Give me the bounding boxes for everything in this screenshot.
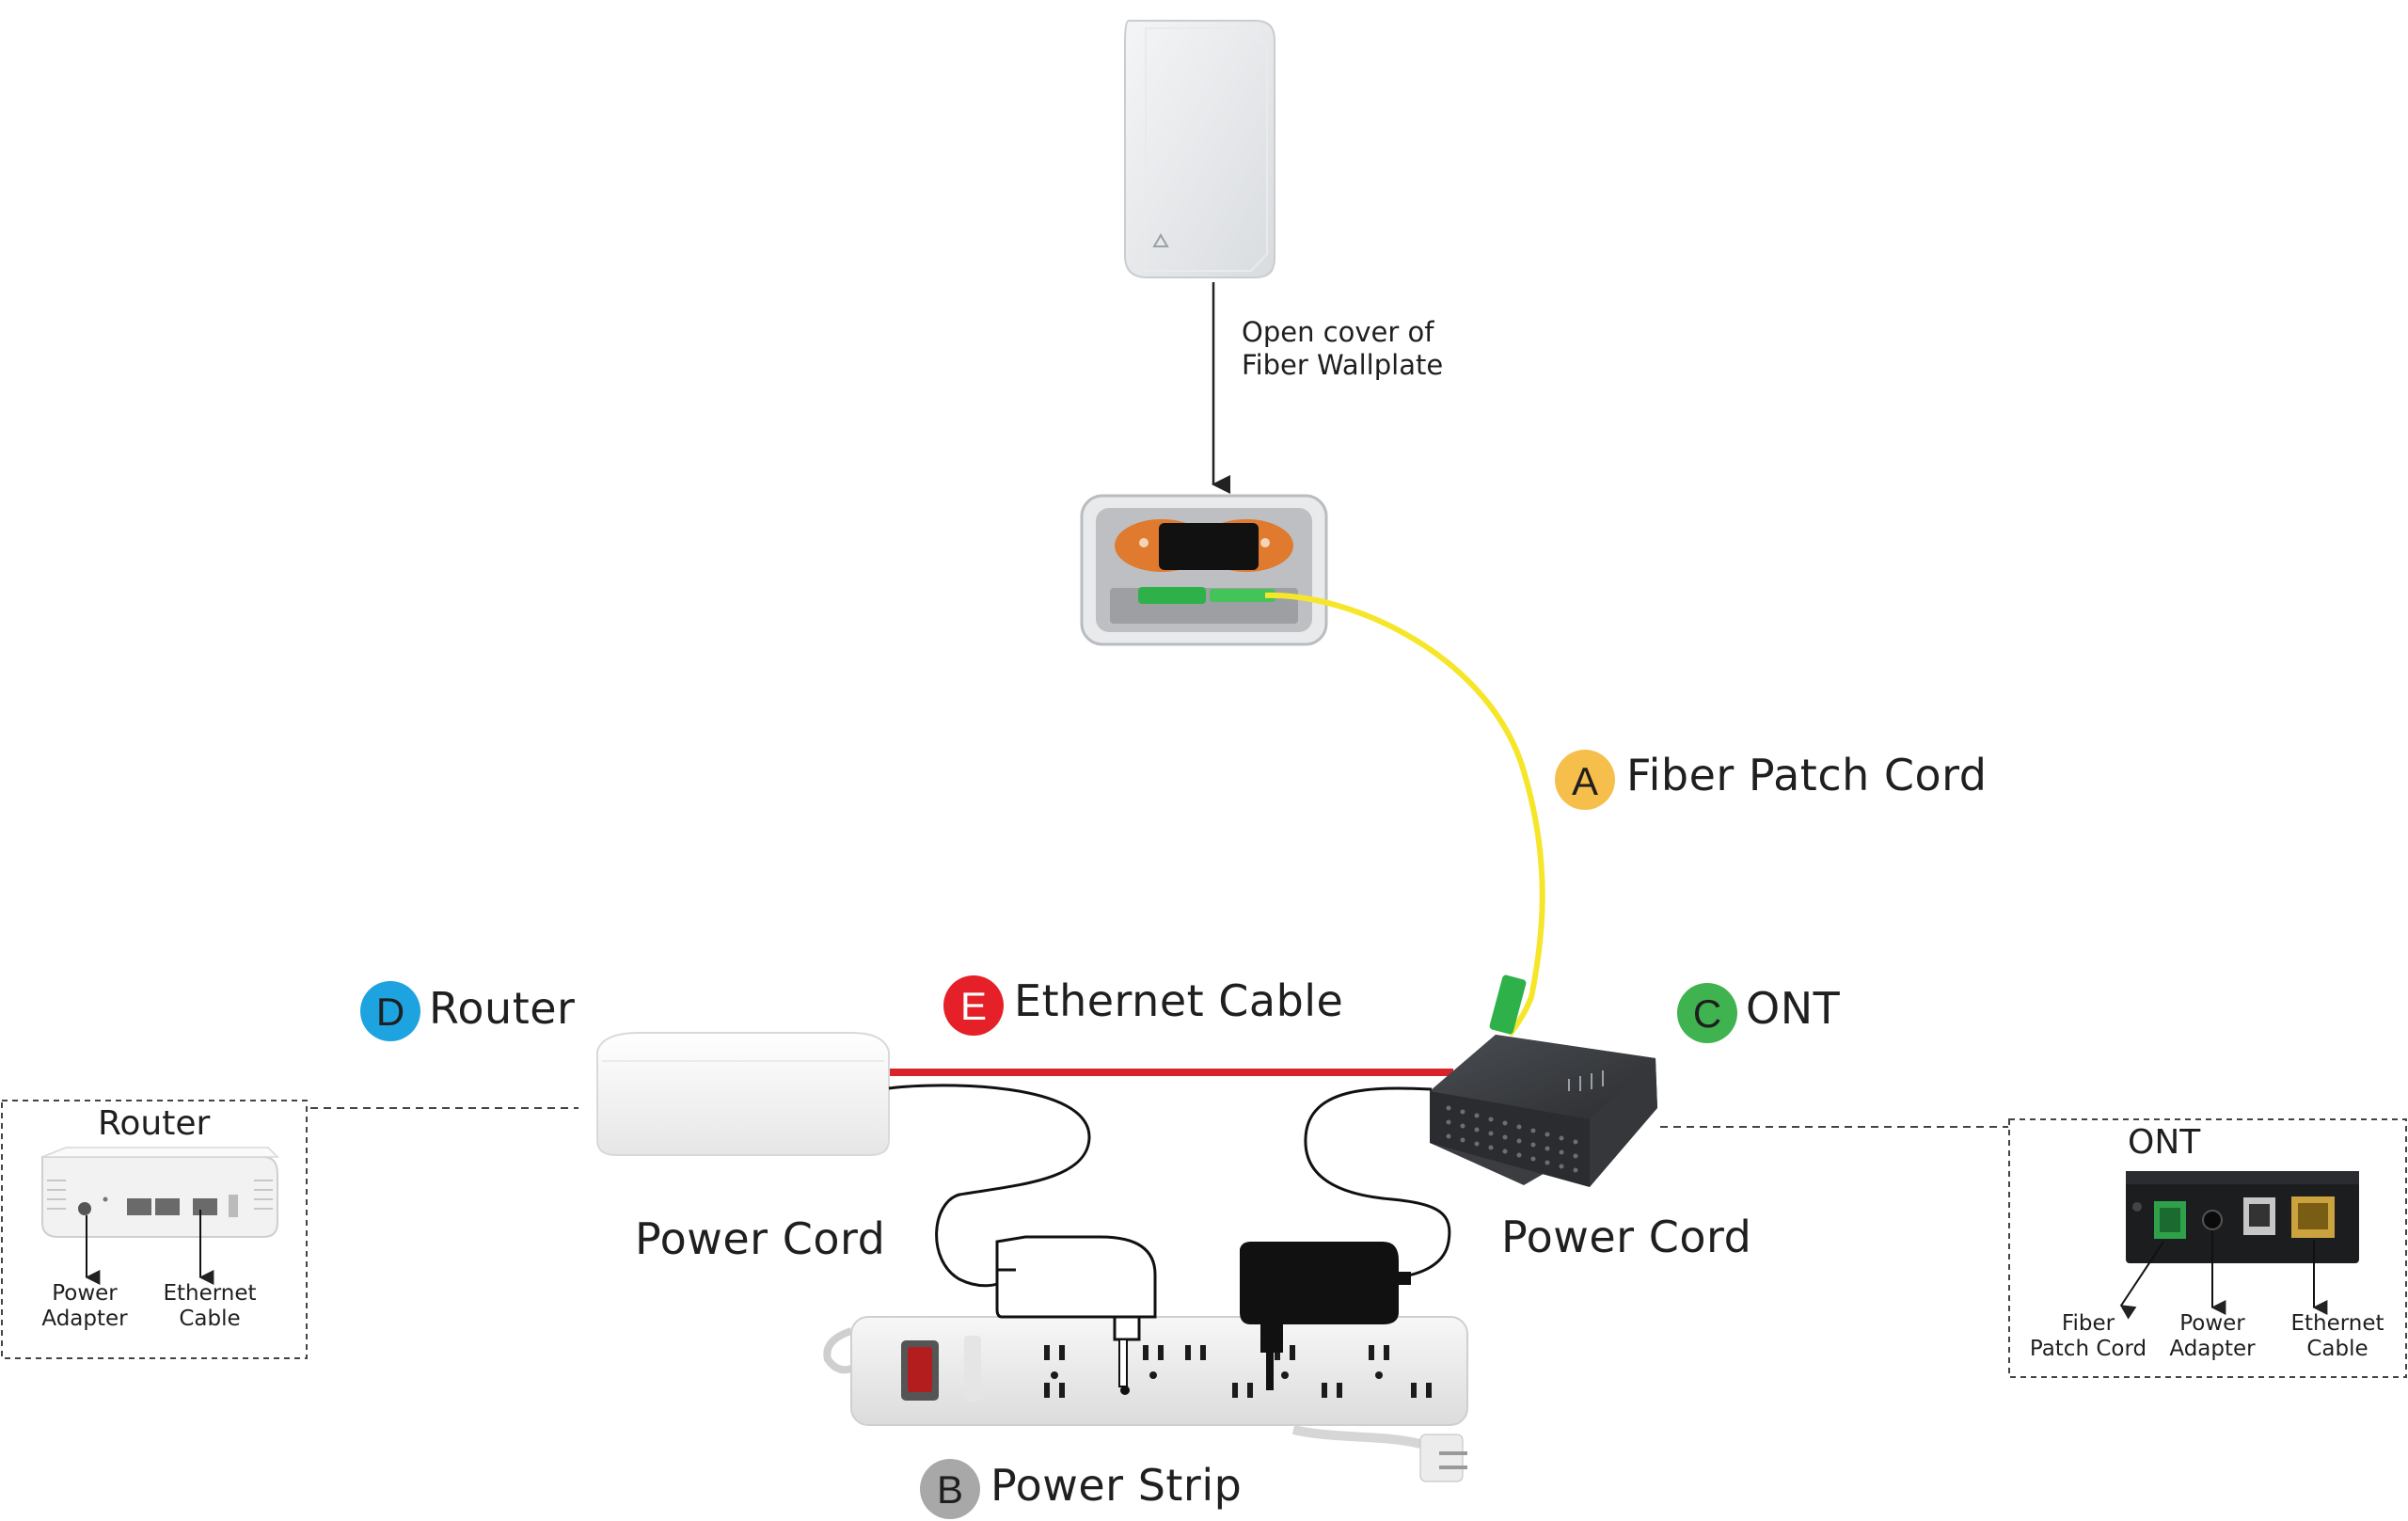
svg-text:B: B [937,1467,963,1512]
fiber-connector-icon [1489,974,1527,1035]
router-power-cord [888,1084,1091,1288]
badge-c: C [1677,983,1737,1043]
ont-fiber-port-arrow [2119,1241,2164,1320]
badge-a: A [1555,750,1615,810]
label-router: Router [429,983,576,1034]
router-ethernet-cable-label: Ethernet Cable [163,1281,257,1331]
ont-detail-box [2008,1118,2407,1378]
badge-b: B [920,1459,980,1519]
ont-ethernet-cable-label: Ethernet Cable [2290,1311,2384,1361]
router-power-adapter-label: Power Adapter [41,1281,128,1331]
ont-power-adapter-label: Power Adapter [2169,1311,2256,1361]
ont-power-cord [1304,1086,1451,1279]
ont-fiber-patch-cord-label: Fiber Patch Cord [2029,1311,2147,1361]
router-detail-box [1,1100,308,1359]
label-ethernet-cable: Ethernet Cable [1014,975,1344,1026]
label-router-power-cord: Power Cord [635,1213,886,1264]
power-strip-device [823,1316,1468,1482]
router-detail-title: Router [98,1104,211,1143]
label-fiber-patch-cord: Fiber Patch Cord [1626,750,1988,800]
ont-power-adapter-icon [1240,1242,1411,1390]
fiber-patch-cord-cable [1264,592,1545,1037]
fiber-wallplate-cover [1124,20,1275,278]
ont-detail-title: ONT [2128,1123,2201,1162]
router-power-adapter-icon [995,1235,1157,1395]
router-device [596,1032,890,1156]
badge-e: E [943,975,1004,1036]
svg-text:E: E [960,984,987,1028]
label-ont-power-cord: Power Cord [1501,1212,1752,1262]
ont-device [1430,1035,1657,1187]
svg-text:D: D [376,990,404,1034]
badge-d: D [360,981,420,1041]
wallplate-instruction-line1: Open cover of [1242,316,1434,348]
svg-text:A: A [1572,759,1598,803]
svg-text:C: C [1693,991,1721,1036]
ont-back-image [2126,1171,2359,1263]
fiber-wallplate-open [1080,494,1328,646]
label-ont: ONT [1746,983,1841,1034]
router-back-image [41,1147,279,1238]
wallplate-instruction: Open cover of Fiber Wallplate [1242,316,1443,382]
label-power-strip: Power Strip [990,1460,1243,1511]
wallplate-instruction-line2: Fiber Wallplate [1242,349,1444,381]
